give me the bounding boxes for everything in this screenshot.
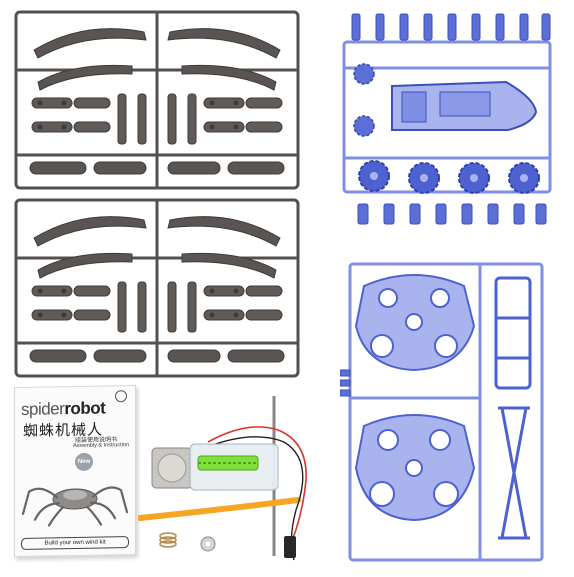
- spider-robot-illustration: [21, 486, 129, 527]
- gray-sprue-frame-top: [14, 10, 300, 190]
- new-badge: New: [75, 452, 93, 471]
- spring: [159, 532, 177, 548]
- brand-logo-icon: [115, 390, 127, 403]
- red-wire: [207, 426, 307, 551]
- booklet-footer: Build your own wind kit: [21, 536, 129, 550]
- orange-tube: [138, 497, 301, 521]
- gray-sprue-frame-bottom: [14, 198, 300, 378]
- brand-bold: robot: [64, 398, 106, 419]
- black-wire: [209, 436, 304, 561]
- blue-sprue-gears: [336, 8, 558, 230]
- switch: [284, 536, 296, 558]
- motor-and-loose-parts: [138, 390, 338, 570]
- blue-sprue-plates: [340, 258, 550, 568]
- instruction-booklet: spiderrobot 蜘蛛机械人 组装使用说明书 Assembly & Ins…: [14, 384, 136, 558]
- booklet-subtitle-en: Assembly & Instruction: [73, 442, 129, 450]
- booklet-brand: spiderrobot: [21, 398, 105, 419]
- brand-light: spider: [21, 399, 65, 419]
- motor-body: [151, 443, 279, 491]
